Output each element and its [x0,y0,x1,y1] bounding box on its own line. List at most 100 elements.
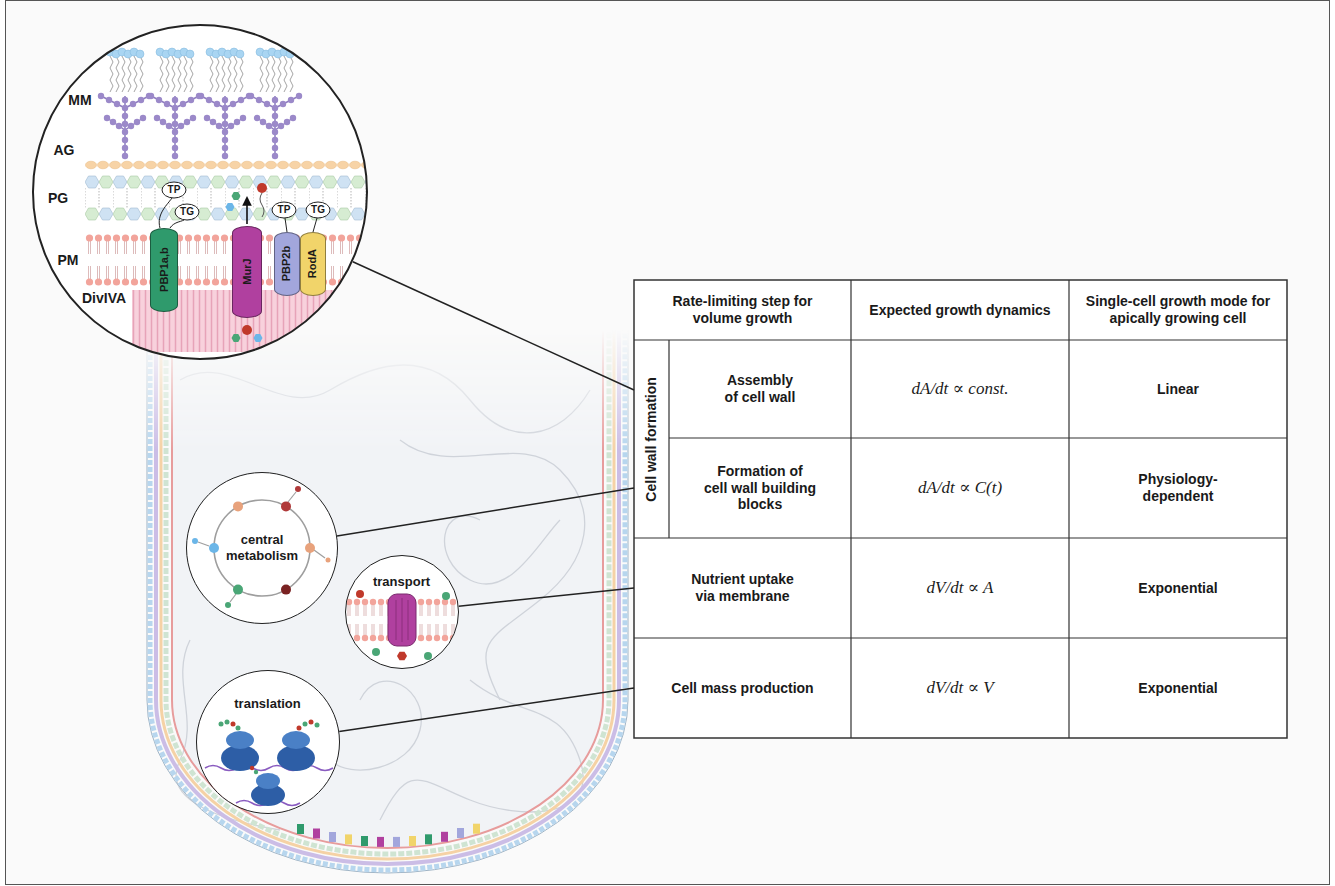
process-circle: central metabolism [186,472,338,624]
layer-label: PM [58,252,79,269]
translation-art [254,770,258,774]
envelope-zoom-art [242,325,252,335]
table-cell-box: Exponential [1069,638,1287,738]
table-cell-box: dA/dt ∝ const. [851,340,1069,438]
envelope-zoom-art [85,48,375,352]
envelope-zoom-art [285,218,287,232]
translation-art [250,766,254,770]
transport-art [356,590,364,598]
transport-art [442,592,450,600]
cell-illustration [172,320,603,848]
text-holder: Cell wall formation [643,377,660,501]
envelope-zoom-art [246,198,248,224]
metabolism-art [192,538,198,544]
metabolism-art [209,543,219,553]
metabolism-art [314,550,325,558]
connector-line [459,588,634,606]
protein-label: PBP2b [280,246,293,281]
metabolism-art [326,558,331,563]
table-cell: Formation of cell wall building blocks [704,463,816,513]
zoom-circle: MM AG PG PM DivIVA PBP1a,b MurJ PBP2b RodA [32,24,368,360]
protein-cylinder: RodA [300,232,326,296]
cell-illustration [166,320,609,854]
layer-label: AG [54,142,75,159]
divIVA-complex-band [425,834,432,844]
table-cell-box: Single-cell growth mode for apically gro… [1069,280,1287,340]
envelope-zoom-art [85,234,375,286]
protein-label: MurJ [240,259,253,285]
envelope-zoom-art [226,203,235,211]
text-holder: PM [58,252,79,269]
translation-art [282,731,310,749]
protein-cylinder: PBP1a,b [150,228,178,312]
envelope-zoom-art [159,198,172,228]
metabolism-art [198,542,209,546]
table-group-cell: Cell wall formation [634,340,669,538]
text-holder: DivIVA [82,290,126,307]
divIVA-complex-band [297,824,480,847]
divIVA-complex-band [361,836,368,846]
text-holder: RodA [306,249,319,278]
divIVA-complex-band [409,836,416,846]
envelope-zoom-art [306,202,330,218]
transport-art [372,648,380,656]
text-holder: PBP2b [280,246,293,281]
protein-label: RodA [306,249,319,278]
row-group-label: Cell wall formation [643,377,660,501]
process-label: transport [373,574,430,590]
envelope-zoom-art [248,48,302,159]
envelope-zoom-art [85,160,375,170]
text-holder: central metabolism [216,532,308,563]
table-cell: Assembly of cell wall [720,372,800,406]
connector-line [337,488,634,536]
envelope-zoom-art [98,48,152,159]
row-label: Nutrient uptake via membrane [680,571,805,605]
layer-label: MM [68,92,91,109]
label-holder: TG [311,204,325,216]
process-circle: translation [196,670,340,814]
table-cell: Exponential [1138,580,1217,597]
protein-cylinder: PBP2b [274,232,300,296]
column-header: Single-cell growth mode for apically gro… [1083,293,1273,327]
domain-label: TP [278,204,291,216]
envelope-zoom-art [148,48,202,159]
text-holder: PG [48,190,68,207]
text-holder: transport [373,574,430,590]
envelope-zoom-art [33,25,375,359]
table-cell-box: Expected growth dynamics [851,280,1069,340]
envelope-zoom-art [260,193,264,217]
table-grid [634,280,1287,738]
divIVA-complex-band [457,828,464,838]
divIVA-complex-band [313,829,320,839]
envelope-zoom-art [232,334,241,342]
metabolism-art [281,501,291,511]
label-holder: TP [168,184,181,196]
divIVA-complex-band [377,837,384,847]
cell-illustration [445,516,560,584]
transport-art [346,556,458,668]
table-cell-box: Linear [1069,340,1287,438]
envelope-zoom-art [257,183,267,193]
cell-illustration [172,320,603,848]
table-grid [634,280,1287,738]
growth-equation: dA/dt ∝ C(t) [918,478,1002,498]
envelope-zoom-art [254,334,263,342]
text-holder: PBP1a,b [157,248,170,293]
envelope-zoom-art [175,204,199,220]
cell-illustration [150,320,625,870]
table-cell-box: Rate-limiting step for volume growth [634,280,851,340]
growth-equation: dA/dt ∝ const. [912,379,1009,399]
translation-art [219,722,224,727]
column-header: Rate-limiting step for volume growth [663,293,823,327]
metabolism-art [233,585,243,595]
transport-art [345,598,459,642]
metabolism-art [187,473,337,623]
metabolism-art [187,473,337,623]
translation-art [256,773,280,789]
cell-illustration [180,365,590,433]
metabolism-art [305,543,315,553]
translation-art [231,722,236,727]
text-holder: MM [68,92,91,109]
